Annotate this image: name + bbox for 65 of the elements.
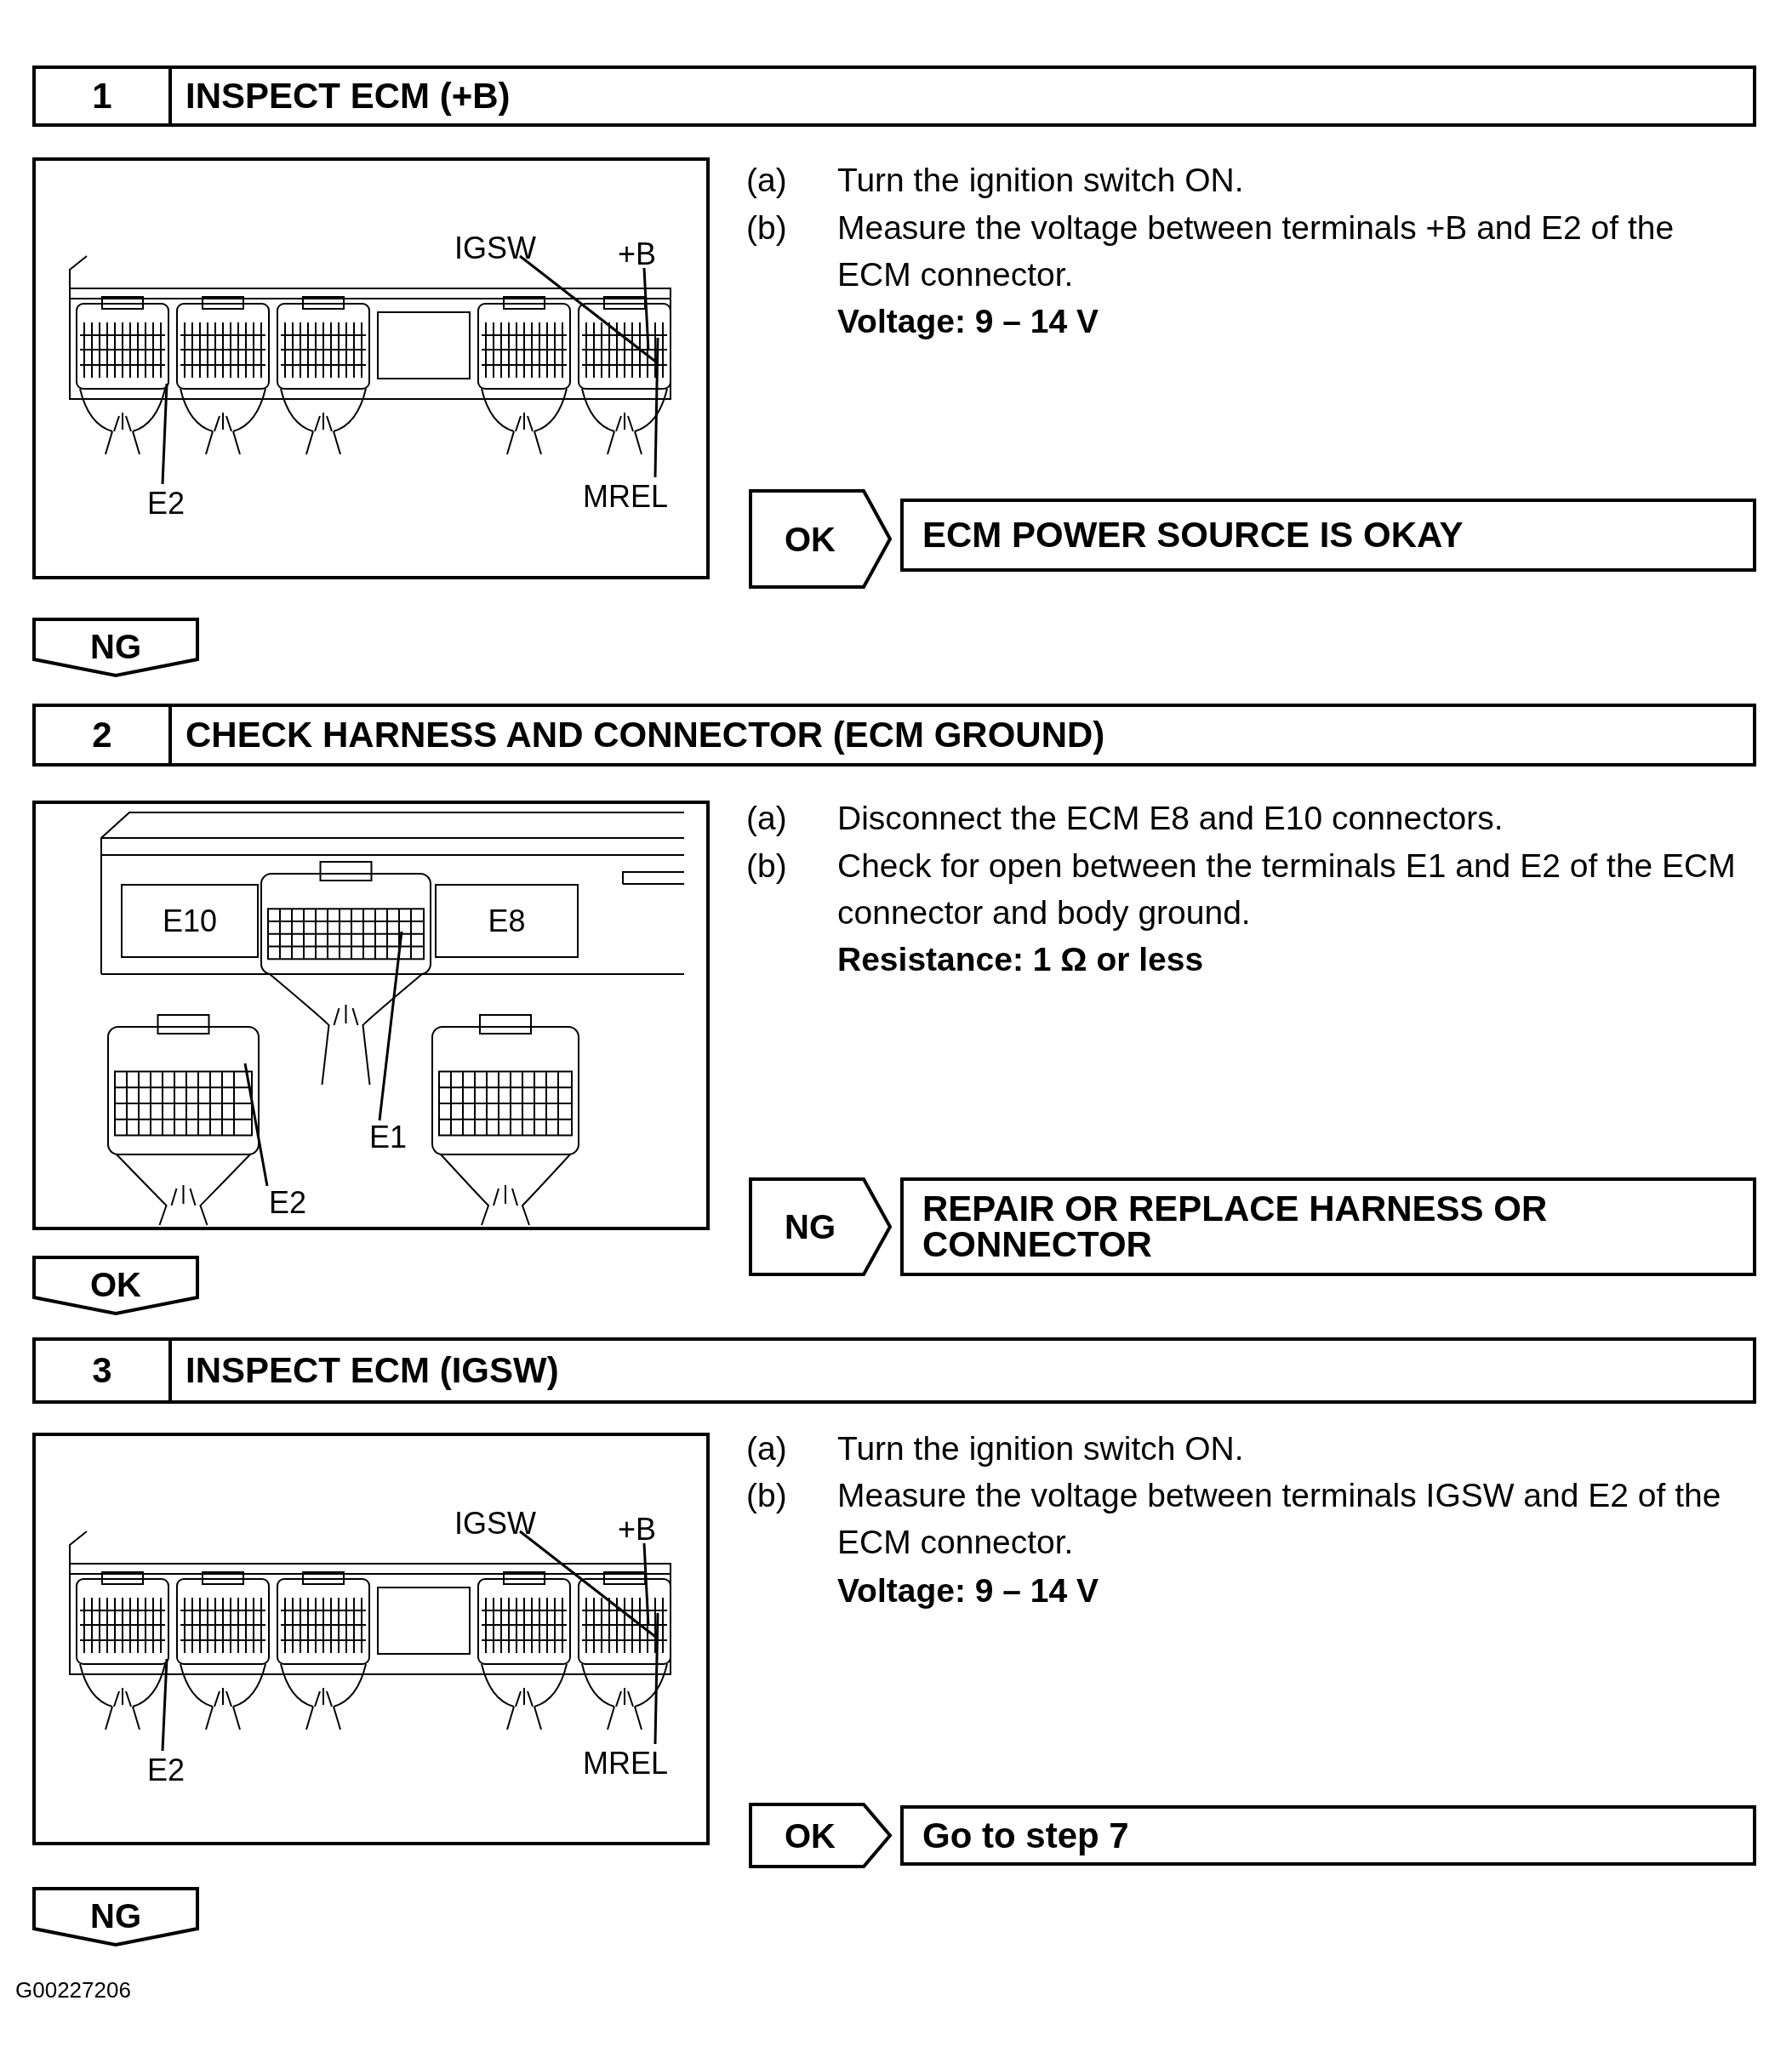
leader-line bbox=[642, 1542, 650, 1627]
terminal-label: +B bbox=[618, 239, 657, 270]
terminal-label: MREL bbox=[583, 482, 669, 512]
leader-line bbox=[161, 383, 168, 485]
terminal-label: E2 bbox=[147, 488, 185, 519]
item-marker: (b) bbox=[746, 208, 788, 248]
step-number: 2 bbox=[36, 707, 172, 763]
terminal-label: +B bbox=[618, 1514, 657, 1545]
item-marker: (a) bbox=[746, 799, 788, 838]
item-marker: (a) bbox=[746, 1429, 788, 1468]
arrow-label: NG bbox=[89, 1897, 142, 1935]
instruction-text: Measure the voltage between terminals +B and E2 of the ECM connector. bbox=[837, 208, 1675, 294]
instruction-text: Measure the voltage between terminals IGSW and E2 of the ECM connector. bbox=[837, 1476, 1722, 1562]
illustration-frame bbox=[32, 157, 710, 579]
step-title: INSPECT ECM (+B) bbox=[185, 76, 511, 117]
illustration-frame bbox=[32, 801, 710, 1230]
terminal-label: E2 bbox=[269, 1188, 307, 1218]
step-number: 3 bbox=[36, 1341, 172, 1400]
arrow-label: NG bbox=[89, 628, 142, 666]
step-header-band bbox=[32, 1337, 1756, 1404]
connector-tag: E10 bbox=[121, 884, 259, 958]
instruction-text: Disconnect the ECM E8 and E10 connectors. bbox=[837, 799, 1504, 838]
arrow-label: OK bbox=[785, 520, 836, 559]
result-box: Go to step 7 bbox=[900, 1805, 1756, 1866]
terminal-label: IGSW bbox=[454, 233, 536, 264]
instruction-text: Turn the ignition switch ON. bbox=[837, 161, 1245, 200]
item-marker: (a) bbox=[746, 161, 788, 200]
specification-text: Voltage: 9 – 14 V bbox=[837, 1571, 1100, 1610]
leader-line bbox=[243, 1063, 269, 1187]
step-number: 1 bbox=[36, 69, 172, 123]
terminal-label: MREL bbox=[583, 1748, 669, 1779]
step-title: CHECK HARNESS AND CONNECTOR (ECM GROUND) bbox=[185, 715, 1105, 755]
next-step-tag bbox=[32, 1887, 199, 1947]
leader-line bbox=[642, 267, 650, 351]
specification-text: Voltage: 9 – 14 V bbox=[837, 302, 1100, 341]
result-tag bbox=[749, 1177, 893, 1276]
instruction-text: Turn the ignition switch ON. bbox=[837, 1429, 1245, 1468]
item-marker: (b) bbox=[746, 846, 788, 886]
terminal-label: E1 bbox=[369, 1122, 408, 1153]
terminal-label: E2 bbox=[147, 1755, 185, 1786]
leader-line bbox=[519, 254, 659, 365]
step-title: INSPECT ECM (IGSW) bbox=[185, 1350, 559, 1391]
next-step-tag bbox=[32, 1256, 199, 1316]
instruction-text: Check for open between the terminals E1 and E2 of the ECM connector and body ground. bbox=[837, 846, 1737, 932]
connector-tag: E8 bbox=[435, 884, 579, 958]
arrow-label: OK bbox=[89, 1266, 142, 1304]
illustration-frame bbox=[32, 1433, 710, 1845]
leader-line bbox=[161, 1658, 168, 1752]
step-header-band bbox=[32, 704, 1756, 767]
leader-line bbox=[653, 1612, 659, 1745]
result-tag bbox=[749, 489, 893, 589]
step-header-band bbox=[32, 66, 1756, 127]
specification-text: Resistance: 1 Ω or less bbox=[837, 940, 1205, 979]
result-tag bbox=[749, 1803, 893, 1868]
arrow-label: NG bbox=[785, 1208, 836, 1246]
leader-line bbox=[378, 931, 403, 1121]
next-step-tag bbox=[32, 618, 199, 678]
terminal-label: IGSW bbox=[454, 1508, 536, 1539]
result-box: ECM POWER SOURCE IS OKAY bbox=[900, 499, 1756, 572]
item-marker: (b) bbox=[746, 1476, 788, 1515]
figure-code: G00227206 bbox=[15, 1976, 132, 2004]
arrow-label: OK bbox=[785, 1816, 836, 1855]
leader-line bbox=[519, 1530, 659, 1640]
leader-line bbox=[653, 337, 659, 478]
result-box: REPAIR OR REPLACE HARNESS OR CONNECTOR bbox=[900, 1177, 1756, 1276]
